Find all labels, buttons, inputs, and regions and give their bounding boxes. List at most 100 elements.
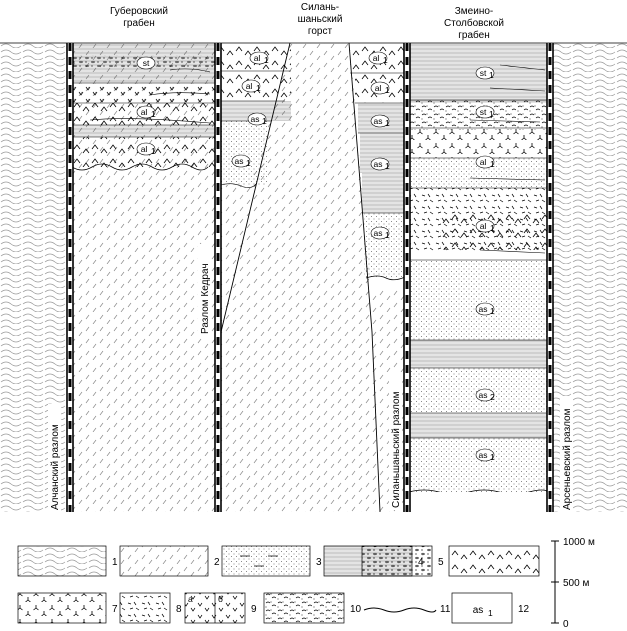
svg-text:1: 1 [262, 116, 267, 126]
svg-text:as: as [374, 116, 383, 126]
header-guberovsky-line1: Губеровский [110, 5, 168, 17]
unit-al-zmeino-2: al 1 [475, 219, 495, 233]
scale-tick-0: 0 [563, 619, 569, 630]
unit-as-horst-right-1: as 1 [370, 114, 390, 128]
unit-as-horst-right-2: as 1 [370, 157, 390, 171]
svg-text:1: 1 [151, 146, 156, 156]
svg-text:9: 9 [251, 604, 257, 615]
legend-item-10: 10 [263, 592, 362, 624]
zmeino-lower-basement [409, 492, 549, 512]
legend: 1 2 3 4 5 7 8 [17, 545, 540, 624]
fault-zones [66, 43, 554, 512]
unit-as-horst-left-1: as 1 [247, 112, 267, 126]
unit-st-guber: st [136, 56, 156, 70]
svg-text:al: al [480, 157, 487, 167]
svg-text:as: as [251, 114, 260, 124]
svg-text:1: 1 [256, 83, 261, 93]
fault-label-alchan: Алчанский разлом [50, 424, 61, 510]
svg-text:8: 8 [176, 604, 182, 615]
unit-as-horst-left-2: as 1 [231, 154, 251, 168]
svg-text:al: al [373, 53, 380, 63]
header-horst-line2: шаньский [298, 14, 343, 25]
header-horst-line3: горст [308, 26, 333, 37]
legend-item-2: 2 [119, 545, 220, 577]
scale-tick-500: 500 м [563, 578, 589, 589]
svg-text:st: st [480, 68, 487, 78]
zone-wave-right [553, 43, 627, 332]
header-horst-line1: Силань- [301, 2, 339, 13]
unit-as-zmeino-2: as 2 [475, 388, 495, 402]
svg-text:1: 1 [490, 223, 495, 233]
unit-al-horst-left-2: al 1 [241, 79, 261, 93]
svg-text:as: as [473, 605, 484, 616]
unit-st-zmeino-1: st 1 [475, 66, 495, 80]
fault-label-kedrach: Разлом Кедрач [200, 263, 211, 334]
svg-text:as: as [479, 390, 488, 400]
fault-label-arsenevsky: Арсеньевский разлом [562, 408, 573, 510]
unit-al-zmeino-1: al 1 [475, 155, 495, 169]
unit-al-horst-left-1: al 1 [249, 51, 269, 65]
legend-item-1: 1 [17, 545, 118, 577]
fault-zone-arsenevsky [546, 43, 554, 512]
svg-text:1: 1 [490, 306, 495, 316]
svg-text:1: 1 [489, 109, 494, 119]
legend-item-5: 5 [361, 545, 444, 577]
svg-text:3: 3 [316, 557, 322, 568]
unit-al-horst-right-2: al 1 [370, 81, 390, 95]
svg-text:1: 1 [385, 85, 390, 95]
svg-text:al: al [141, 107, 148, 117]
svg-text:1: 1 [383, 55, 388, 65]
svg-text:2: 2 [214, 557, 220, 568]
unit-as-zmeino-3: as 1 [475, 448, 495, 462]
fault-line-horst-right-lower [371, 331, 381, 513]
unit-labels: st al 1 al 1 al 1 al 1 as 1 as [136, 51, 495, 462]
svg-text:st: st [143, 58, 150, 68]
fault-line-horst-right [348, 42, 373, 333]
svg-text:as: as [235, 156, 244, 166]
svg-text:б: б [218, 594, 223, 604]
legend-item-7: 7 [17, 592, 118, 624]
svg-text:al: al [375, 83, 382, 93]
header-zmeino-line1: Змеино- [455, 6, 493, 17]
svg-text:1: 1 [490, 452, 495, 462]
svg-text:as: as [374, 159, 383, 169]
svg-text:7: 7 [112, 604, 118, 615]
unit-al-horst-right-1: al 1 [368, 51, 388, 65]
svg-text:al: al [246, 81, 253, 91]
svg-text:12: 12 [518, 604, 530, 615]
fault-zone-silanshan [403, 43, 411, 512]
unit-as-zmeino-1: as 1 [475, 302, 495, 316]
svg-text:al: al [480, 221, 487, 231]
svg-text:2: 2 [490, 392, 495, 402]
legend-item-9: а б 9 [184, 592, 257, 624]
svg-text:11: 11 [440, 604, 451, 615]
header-guberovsky-line2: грабен [123, 17, 154, 29]
fault-zone-kedrach [214, 43, 222, 512]
svg-text:1: 1 [490, 159, 495, 169]
svg-text:al: al [254, 53, 261, 63]
svg-text:st: st [480, 107, 487, 117]
legend-item-11: 11 [363, 604, 451, 615]
legend-item-8: 8 [119, 592, 182, 624]
scale-tick-1000: 1000 м [563, 537, 595, 548]
svg-text:1: 1 [112, 557, 118, 568]
fault-zone-alchan [66, 43, 74, 512]
unit-al-guber-upper: al 1 [136, 105, 156, 119]
header-zmeino-line3: грабен [458, 29, 489, 41]
svg-text:as: as [479, 450, 488, 460]
legend-item-3: 3 [221, 545, 322, 577]
svg-text:а: а [188, 594, 193, 604]
svg-text:as: as [374, 228, 383, 238]
svg-text:1: 1 [385, 230, 390, 240]
svg-text:1: 1 [489, 70, 494, 80]
basement-lower-center [221, 332, 405, 512]
unit-st-zmeino-2: st 1 [475, 105, 495, 119]
svg-text:1: 1 [385, 161, 390, 171]
svg-text:1: 1 [264, 55, 269, 65]
zone-wave-left [0, 43, 68, 332]
basement-lower-left [72, 332, 216, 512]
svg-text:10: 10 [350, 604, 362, 615]
scale-bar: 1000 м 500 м 0 [551, 537, 595, 630]
svg-text:1: 1 [151, 109, 156, 119]
